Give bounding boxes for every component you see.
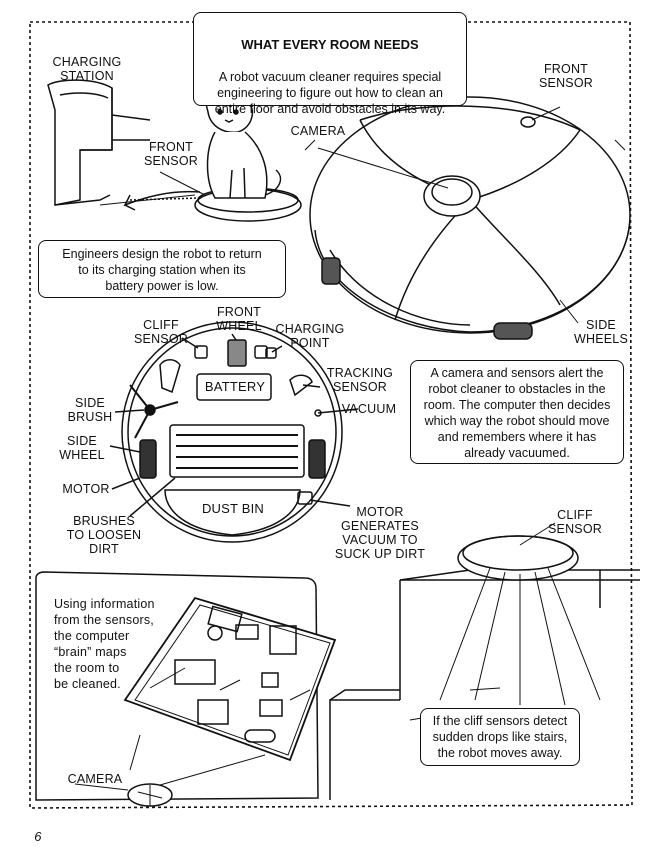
label-charging-point: CHARGING POINT bbox=[275, 322, 345, 350]
charging-station-drawing bbox=[47, 79, 196, 206]
label-camera-map: CAMERA bbox=[67, 772, 123, 786]
robot-top-view-drawing bbox=[159, 96, 631, 340]
label-front-wheel: FRONT WHEEL bbox=[216, 305, 262, 333]
label-cliff-sensor-stairs: CLIFF SENSOR bbox=[548, 508, 602, 536]
label-side-wheels: SIDE WHEELS bbox=[574, 318, 628, 346]
label-charging-station: CHARGING STATION bbox=[52, 55, 122, 83]
label-battery: BATTERY bbox=[204, 379, 266, 394]
map-text: Using information from the sensors, the … bbox=[54, 597, 155, 691]
label-front-sensor-cat: FRONT SENSOR bbox=[144, 140, 198, 168]
room-map-drawing bbox=[35, 571, 337, 807]
intro-body: A robot vacuum cleaner requires special … bbox=[214, 70, 446, 116]
label-front-sensor-top: FRONT SENSOR bbox=[539, 62, 593, 90]
label-brushes: BRUSHES TO LOOSEN DIRT bbox=[66, 514, 142, 556]
label-side-brush: SIDE BRUSH bbox=[67, 396, 113, 424]
label-tracking-sensor: TRACKING SENSOR bbox=[326, 366, 394, 394]
return-arrow bbox=[123, 190, 201, 211]
label-camera-top: CAMERA bbox=[290, 124, 346, 138]
robot-underside-drawing bbox=[109, 321, 359, 543]
intro-heading: WHAT EVERY ROOM NEEDS bbox=[241, 37, 419, 52]
label-motor: MOTOR bbox=[62, 482, 110, 496]
label-dust-bin: DUST BIN bbox=[201, 501, 265, 516]
label-motor-vacuum: MOTOR GENERATES VACUUM TO SUCK UP DIRT bbox=[334, 505, 426, 561]
page-number: 6 bbox=[34, 829, 42, 844]
label-side-wheel: SIDE WHEEL bbox=[59, 434, 105, 462]
label-vacuum: VACUUM bbox=[341, 402, 397, 416]
engineers-box: Engineers design the robot to return to … bbox=[38, 240, 286, 298]
intro-box: WHAT EVERY ROOM NEEDS A robot vacuum cle… bbox=[193, 12, 467, 116]
stairs-drawing bbox=[329, 522, 640, 800]
cliff-box: If the cliff sensors detect sudden drops… bbox=[420, 708, 580, 766]
camera-sensors-box: A camera and sensors alert the robot cle… bbox=[410, 360, 624, 464]
label-cliff-sensor-underside: CLIFF SENSOR bbox=[134, 318, 188, 346]
